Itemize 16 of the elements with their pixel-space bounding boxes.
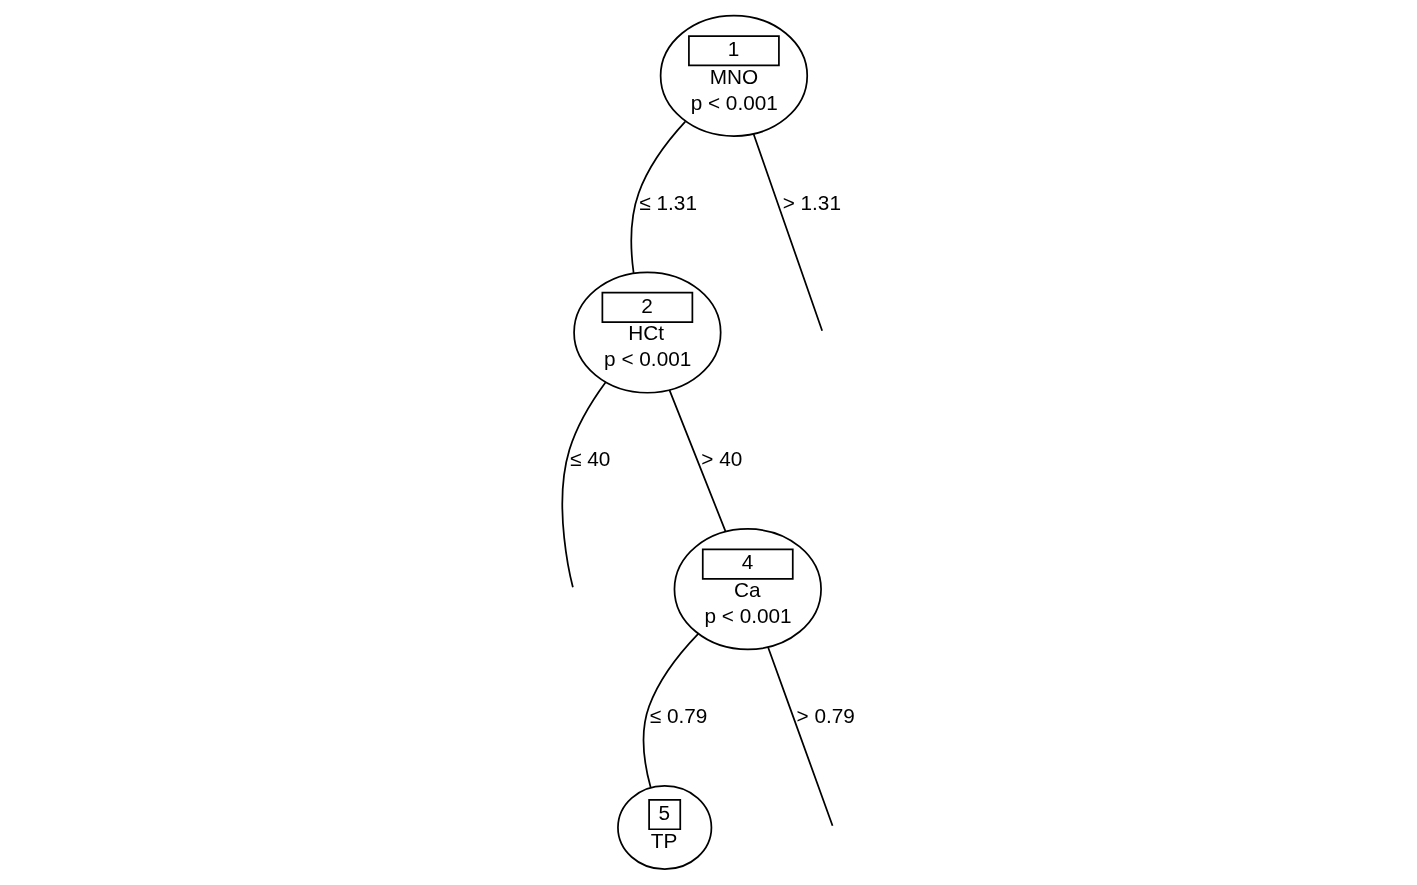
node-ellipse: 2 HCt p < 0.001 [573,271,722,394]
connector [668,388,727,533]
connector [752,132,824,332]
connector [630,120,687,274]
edge-label: ≤ 0.79 [649,703,708,727]
edge-label: > 1.31 [782,190,841,214]
connector [767,646,834,827]
node-ellipse: 5 TP [617,784,713,871]
edge-label: ≤ 40 [570,447,611,471]
connector [642,632,700,789]
connector [561,381,607,589]
node-ellipse: 4 Ca p < 0.001 [673,528,822,651]
edge-label: > 0.79 [796,703,855,727]
edge-label: ≤ 1.31 [639,190,697,214]
node-ellipse: 1 MNO p < 0.001 [659,14,809,137]
edge-label: > 40 [701,447,743,471]
